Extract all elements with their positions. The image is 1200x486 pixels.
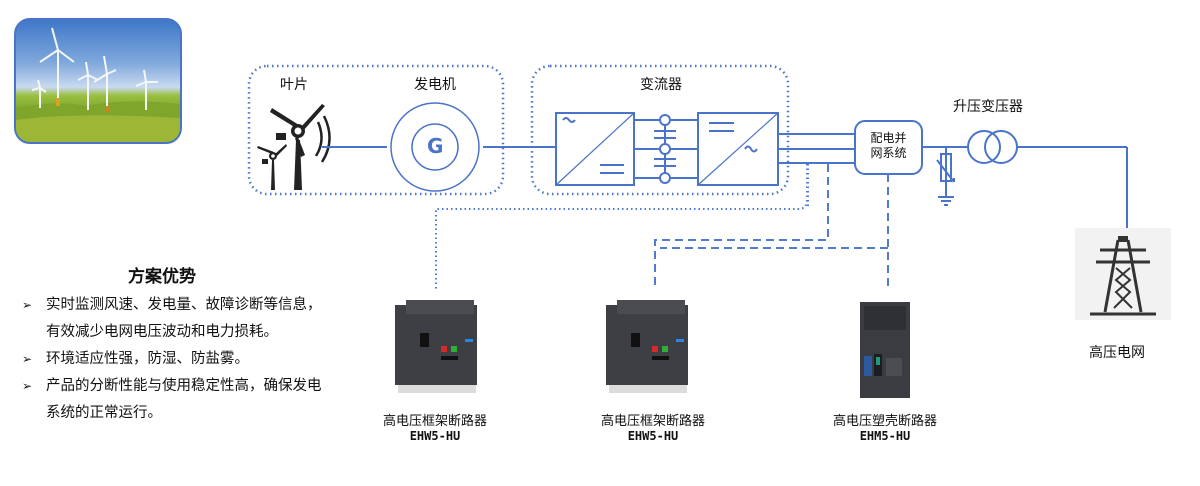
hv-grid-label: 高压电网 — [1089, 345, 1145, 361]
wind-turbine-icon — [257, 104, 331, 190]
comm-line-breaker-1 — [435, 164, 808, 290]
inverter-block — [697, 112, 779, 186]
wind-turbines-illustration — [16, 27, 180, 142]
advantage-item: ➢ 产品的分断性能与使用稳定性高，确保发电系统的正常运行。 — [22, 373, 332, 427]
frame-breaker-1-image — [395, 300, 477, 393]
comm-line-breaker-2 — [654, 164, 829, 290]
product-model: EHM5-HU — [859, 429, 911, 443]
blades-label: 叶片 — [280, 77, 308, 93]
advantage-item: ➢ 环境适应性强，防湿、防盐雾。 — [22, 346, 332, 373]
arrow-bullet-icon: ➢ — [22, 352, 33, 366]
step-up-transformer-symbol — [967, 130, 1018, 164]
rectifier-block — [555, 112, 635, 186]
grid-connection-system-label: 配电并 网系统 — [855, 131, 922, 161]
advantage-text: 实时监测风速、发电量、故障诊断等信息，有效减少电网电压波动和电力损耗。 — [46, 297, 322, 340]
product-model: EHW5-HU — [627, 429, 679, 443]
turbine-generator-group — [247, 64, 505, 196]
advantage-text: 产品的分断性能与使用稳定性高，确保发电系统的正常运行。 — [46, 378, 322, 421]
product-caption-1: 高电压框架断路器 EHW5-HU — [370, 410, 500, 443]
molded-case-breaker-image — [860, 302, 910, 398]
transformer-label: 升压变压器 — [953, 99, 1023, 115]
advantage-item: ➢ 实时监测风速、发电量、故障诊断等信息，有效减少电网电压波动和电力损耗。 — [22, 292, 332, 346]
product-caption-2: 高电压框架断路器 EHW5-HU — [588, 410, 718, 443]
product-name: 高电压塑壳断路器 — [832, 414, 937, 429]
product-caption-3: 高电压塑壳断路器 EHM5-HU — [820, 410, 950, 443]
converter-group — [530, 64, 790, 196]
dc-capacitor-bank — [654, 114, 676, 184]
product-name: 高电压框架断路器 — [382, 414, 487, 429]
arrow-bullet-icon: ➢ — [22, 298, 33, 312]
product-model: EHW5-HU — [409, 429, 461, 443]
converter-label: 变流器 — [640, 77, 682, 93]
frame-breaker-2-image — [606, 300, 688, 393]
advantages-title: 方案优势 — [128, 267, 196, 287]
product-name: 高电压框架断路器 — [600, 414, 705, 429]
generator-symbol — [390, 102, 480, 192]
wind-farm-photo — [14, 18, 182, 144]
generator-label: 发电机 — [414, 77, 456, 93]
generator-g-text: G — [427, 134, 444, 158]
grid-system-line-1: 配电并 — [870, 131, 907, 145]
transmission-tower-icon — [1075, 228, 1171, 320]
advantages-list: ➢ 实时监测风速、发电量、故障诊断等信息，有效减少电网电压波动和电力损耗。 ➢ … — [22, 292, 332, 427]
advantage-text: 环境适应性强，防湿、防盐雾。 — [46, 351, 249, 367]
arrow-bullet-icon: ➢ — [22, 379, 33, 393]
grid-system-line-2: 网系统 — [870, 146, 907, 160]
